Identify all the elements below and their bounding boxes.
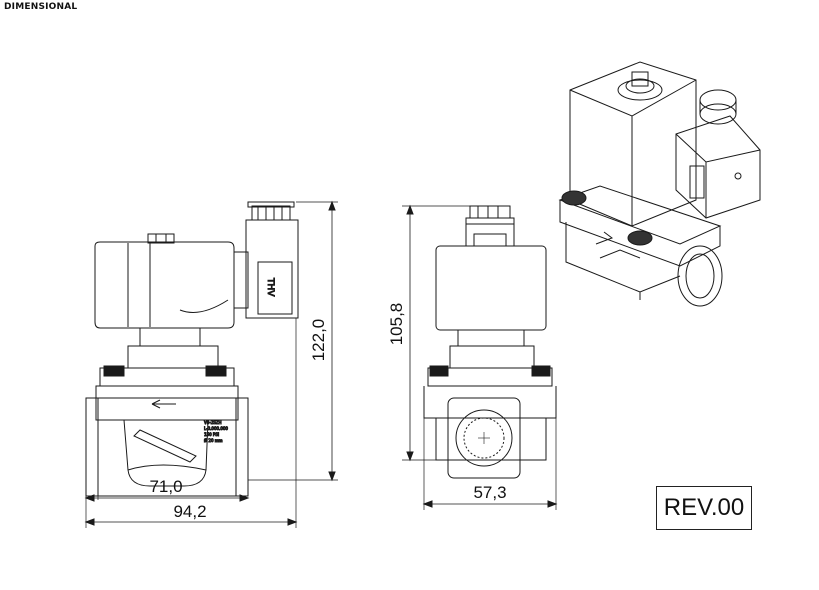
front-armature [449,345,535,369]
revision-box: REV.00 [656,486,752,530]
hex-bolt-icon [561,190,587,206]
iso-connector [675,115,761,219]
side-connector [245,219,299,319]
hex-bolt-icon [531,365,551,377]
dim-side-total-width: 94,2 [173,502,206,521]
side-top-nut [147,233,175,244]
isometric-view [558,61,761,307]
dim-side-height: 122,0 [309,319,328,362]
body-label-2: L-0.000.000 [204,426,228,431]
front-coil [435,245,547,331]
hex-bolt-icon [429,365,449,377]
dim-front-width: 57,3 [473,483,506,502]
flow-arrow-icon [151,399,176,409]
connector-brand-text: THV [265,277,275,297]
revision-label: REV.00 [663,494,745,521]
side-view: THV V9-2SZH L-0.000.000 150 PSI Ø 20 mm [84,200,338,528]
front-view [402,204,558,510]
side-connector-gland [251,205,291,221]
body-label-3: 150 PSI [204,432,219,437]
page-title: DIMENSIONAL [4,2,78,12]
front-top-nut [473,233,507,247]
side-coil [94,241,235,329]
hex-bolt-icon [205,365,227,377]
hex-bolt-icon [627,230,653,246]
side-armature [127,345,219,369]
body-label-4: Ø 20 mm [204,438,223,443]
hex-bolt-icon [103,365,125,377]
front-bonnet [427,367,553,387]
front-port [447,397,521,479]
dim-side-body-width: 71,0 [149,477,182,496]
flow-arrow-icon [595,231,614,245]
iso-coil [569,61,697,227]
body-label-1: V9-2SZH [204,420,222,425]
dim-front-height: 105,8 [387,303,406,346]
